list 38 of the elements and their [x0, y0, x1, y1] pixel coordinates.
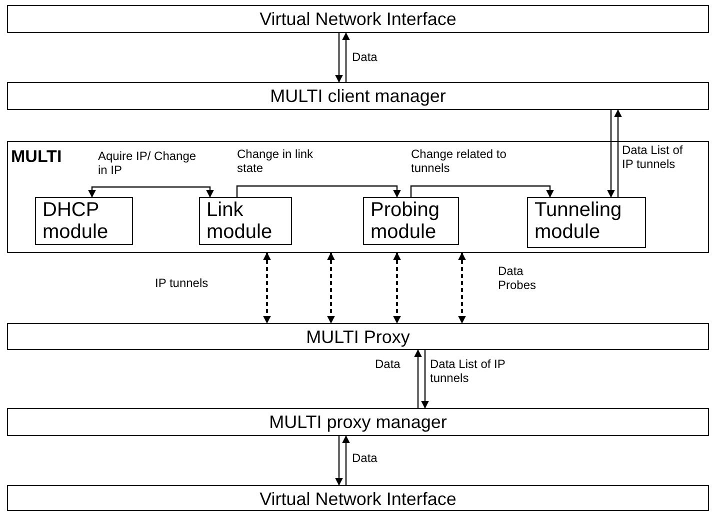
module-label: Tunneling module: [534, 198, 623, 242]
module-label: DHCP module: [42, 198, 110, 242]
arrow: [607, 110, 615, 198]
layer-label: Virtual Network Interface: [258, 9, 458, 30]
container-title: MULTI: [11, 147, 62, 167]
arrow: [342, 435, 350, 485]
layer-label: MULTI proxy manager: [268, 412, 448, 433]
module-label: Probing module: [370, 198, 440, 242]
arrow: [421, 350, 429, 409]
arrow: [414, 349, 422, 408]
edge-label: Data: [375, 357, 400, 372]
layer-box: [7, 323, 709, 350]
module-box: [198, 196, 292, 244]
arrow: [342, 32, 350, 82]
layer-box: [7, 485, 709, 511]
edge-label: Data: [352, 50, 378, 64]
layer-box: [7, 5, 709, 33]
container-box: [7, 141, 709, 253]
layer-box: [7, 408, 709, 436]
double-arrow: [327, 252, 335, 324]
module-box: [362, 196, 458, 244]
double-arrow: [263, 252, 271, 324]
layer-label: MULTI client manager: [269, 86, 447, 107]
layer-label: MULTI Proxy: [305, 327, 411, 348]
double-arrow: [88, 186, 214, 198]
arrow: [410, 185, 554, 198]
arrow: [614, 109, 622, 197]
module-box: [526, 196, 646, 248]
double-arrow: [393, 252, 401, 324]
arrow: [335, 436, 343, 486]
edge-label: Data: [352, 451, 378, 466]
module-box: [34, 196, 132, 244]
arrow: [236, 185, 401, 198]
arrow: [335, 33, 343, 83]
module-label: Link module: [206, 198, 274, 242]
layer-label: Virtual Network Interface: [258, 489, 458, 510]
double-arrow: [458, 252, 466, 324]
layer-box: [7, 82, 709, 110]
